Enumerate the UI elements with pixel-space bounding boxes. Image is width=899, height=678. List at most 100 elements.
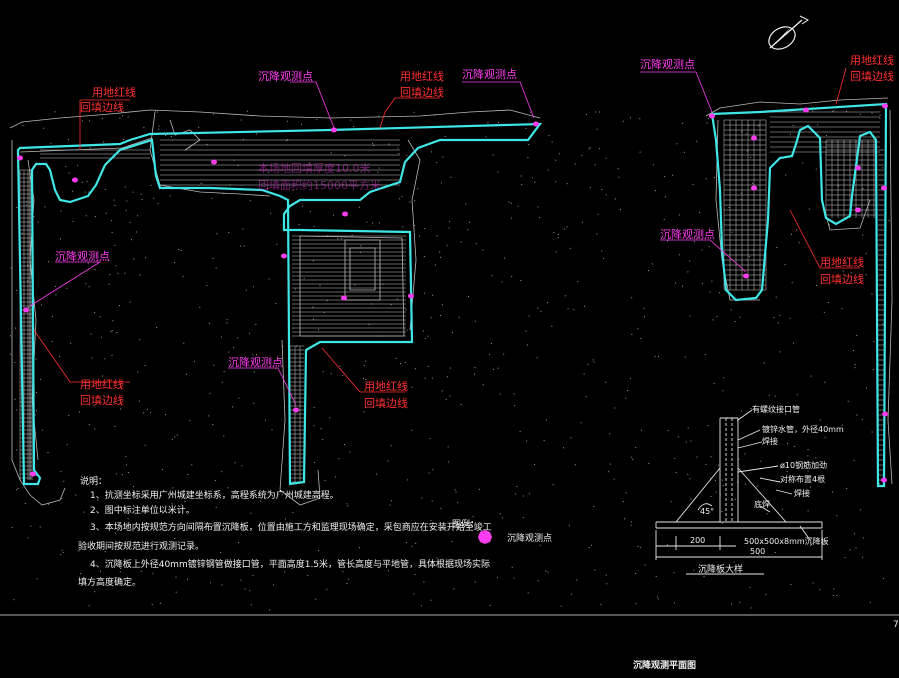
bg-dot bbox=[390, 304, 392, 306]
bg-dot bbox=[539, 217, 541, 219]
bg-dot bbox=[741, 192, 742, 194]
bg-dot bbox=[798, 242, 800, 244]
bg-dot bbox=[88, 191, 90, 193]
bg-dot bbox=[48, 261, 50, 263]
bg-dot bbox=[497, 367, 499, 369]
settlement-point bbox=[751, 185, 757, 191]
bg-dot bbox=[378, 115, 380, 117]
bg-dot bbox=[841, 424, 843, 426]
bg-dot bbox=[682, 122, 684, 124]
bg-dot bbox=[674, 458, 676, 459]
bg-dot bbox=[178, 249, 180, 250]
bg-dot bbox=[444, 136, 446, 137]
bg-dot bbox=[564, 295, 566, 297]
bg-dot bbox=[260, 500, 262, 502]
detail-label: 焊接 bbox=[794, 488, 810, 498]
bg-dot bbox=[323, 311, 325, 313]
bg-dot bbox=[766, 513, 768, 515]
bg-dot bbox=[94, 269, 96, 270]
bg-dot bbox=[326, 588, 328, 590]
bg-dot bbox=[125, 210, 127, 212]
bg-dot bbox=[458, 316, 460, 318]
bg-dot bbox=[609, 463, 611, 465]
bg-dot bbox=[570, 437, 572, 439]
bg-dot bbox=[109, 274, 111, 276]
bg-dot bbox=[551, 141, 553, 143]
bg-dot bbox=[332, 525, 334, 527]
bg-dot bbox=[734, 498, 736, 500]
bg-dot bbox=[115, 265, 117, 267]
bg-dot bbox=[498, 122, 499, 123]
bg-dot bbox=[644, 316, 645, 318]
bg-dot bbox=[140, 193, 142, 195]
bg-dot bbox=[756, 485, 758, 487]
bg-dot bbox=[296, 345, 298, 347]
settlement-point bbox=[408, 293, 414, 299]
bg-dot bbox=[87, 262, 89, 264]
bg-dot bbox=[132, 191, 134, 193]
bg-dot bbox=[879, 117, 881, 119]
bg-dot bbox=[455, 491, 457, 493]
bg-dot bbox=[789, 317, 791, 319]
bg-dot bbox=[349, 451, 351, 453]
bg-dot bbox=[807, 455, 809, 457]
bg-dot bbox=[72, 220, 74, 222]
bg-dot bbox=[634, 573, 636, 574]
bg-dot bbox=[446, 244, 448, 246]
bg-dot bbox=[238, 542, 240, 543]
bg-dot bbox=[784, 466, 786, 468]
bg-dot bbox=[528, 144, 530, 146]
legend-item-label: 沉降观测点 bbox=[507, 532, 552, 544]
bg-dot bbox=[866, 387, 867, 389]
bg-dot bbox=[644, 564, 646, 566]
bg-dot bbox=[856, 334, 858, 336]
bg-dot bbox=[460, 404, 462, 405]
bg-dot bbox=[415, 542, 417, 544]
bg-dot bbox=[68, 414, 70, 416]
bg-dot bbox=[569, 247, 571, 249]
bg-dot bbox=[405, 542, 407, 543]
bg-dot bbox=[405, 309, 407, 311]
detail-label: ø10钢筋加劲 bbox=[780, 460, 827, 470]
bg-dot bbox=[406, 155, 408, 157]
bg-dot bbox=[86, 180, 88, 182]
bg-dot bbox=[233, 347, 235, 349]
bg-dot bbox=[102, 375, 104, 377]
bg-dot bbox=[171, 438, 173, 440]
bg-dot bbox=[449, 395, 451, 397]
bg-dot bbox=[108, 283, 110, 285]
bg-dot bbox=[16, 206, 18, 208]
detail-label: 镀锌水管，外径40mm bbox=[762, 424, 844, 434]
bg-dot bbox=[176, 434, 178, 436]
detail-angle: 45° bbox=[700, 507, 714, 516]
bg-dot bbox=[882, 577, 884, 579]
bg-dot bbox=[447, 461, 449, 463]
bg-dot bbox=[689, 315, 691, 317]
bg-dot bbox=[16, 449, 18, 451]
bg-dot bbox=[390, 500, 392, 502]
bg-dot bbox=[555, 181, 557, 183]
bg-dot bbox=[503, 353, 505, 355]
bg-dot bbox=[577, 281, 579, 283]
backfill-line-label: 回填边线 bbox=[850, 69, 894, 83]
bg-dot bbox=[630, 117, 631, 119]
bg-dot bbox=[539, 544, 541, 546]
bg-dot bbox=[631, 333, 633, 335]
bg-dot bbox=[504, 257, 506, 259]
bg-dot bbox=[625, 492, 627, 494]
bg-dot bbox=[790, 584, 792, 585]
bg-dot bbox=[585, 113, 587, 115]
bg-dot bbox=[234, 462, 236, 464]
bg-dot bbox=[84, 191, 86, 193]
bg-dot bbox=[599, 148, 601, 150]
bg-dot bbox=[593, 506, 595, 507]
bg-dot bbox=[482, 249, 484, 251]
settlement-point bbox=[881, 185, 887, 191]
bg-dot bbox=[324, 480, 326, 481]
backfill-boundary-left bbox=[16, 122, 543, 486]
bg-dot bbox=[537, 307, 539, 309]
bg-dot bbox=[221, 471, 223, 473]
bg-dot bbox=[159, 508, 161, 509]
bg-dot bbox=[340, 238, 342, 240]
bg-dot bbox=[318, 329, 320, 331]
